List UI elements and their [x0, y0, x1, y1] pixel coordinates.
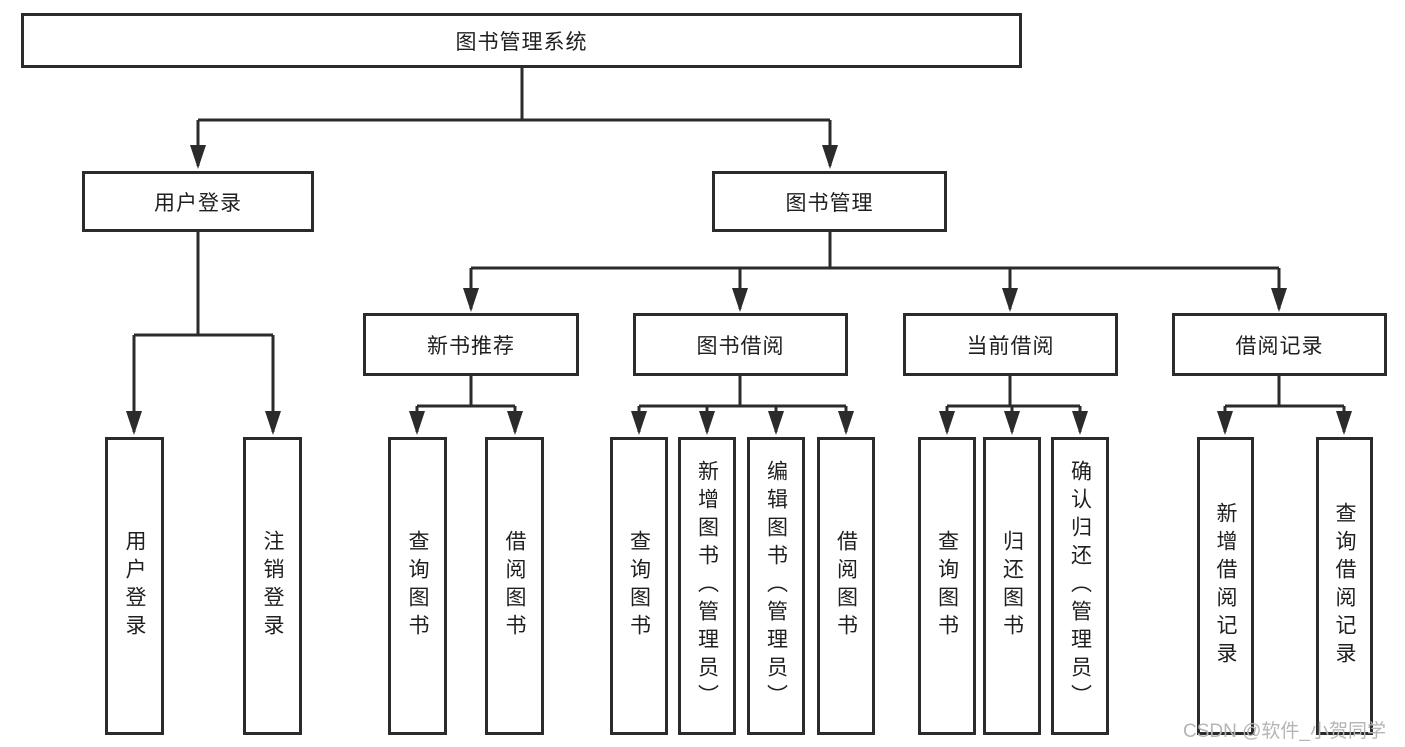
leaf-confirm-return-admin-label: 确认归还（管理员） — [1068, 460, 1092, 712]
leaf-query-borrow-record-label: 查询借阅记录 — [1333, 502, 1356, 670]
leaf-add-book-admin: 新增图书（管理员） — [678, 437, 736, 735]
leaf-logout-label: 注销登录 — [261, 530, 284, 642]
leaf-query-books-current-label: 查询图书 — [935, 530, 959, 642]
leaf-add-borrow-record-label: 新增借阅记录 — [1214, 502, 1237, 670]
leaf-logout: 注销登录 — [243, 437, 302, 735]
node-book-management-label: 图书管理 — [785, 191, 874, 215]
leaf-query-books-recommend-label: 查询图书 — [406, 530, 429, 642]
node-root: 图书管理系统 — [21, 13, 1022, 68]
leaf-borrow-books-label: 借阅图书 — [834, 530, 858, 642]
leaf-add-borrow-record: 新增借阅记录 — [1197, 437, 1254, 735]
node-new-book-recommend: 新书推荐 — [363, 313, 579, 376]
node-current-borrow: 当前借阅 — [903, 313, 1118, 376]
leaf-borrow-books: 借阅图书 — [817, 437, 875, 735]
leaf-edit-book-admin-label: 编辑图书（管理员） — [764, 460, 788, 712]
leaf-return-book-label: 归还图书 — [1000, 530, 1024, 642]
leaf-borrow-books-recommend: 借阅图书 — [485, 437, 544, 735]
leaf-user-login-label: 用户登录 — [123, 530, 146, 642]
node-root-label: 图书管理系统 — [455, 30, 588, 54]
csdn-watermark: CSDN @软件_小贺同学 — [1183, 721, 1386, 742]
node-new-book-recommend-label: 新书推荐 — [427, 334, 515, 358]
leaf-user-login: 用户登录 — [105, 437, 164, 735]
leaf-query-books-borrow-label: 查询图书 — [627, 530, 651, 642]
node-user-login: 用户登录 — [82, 171, 314, 232]
node-book-management: 图书管理 — [712, 171, 947, 232]
leaf-query-books-borrow: 查询图书 — [610, 437, 668, 735]
leaf-edit-book-admin: 编辑图书（管理员） — [747, 437, 805, 735]
node-borrow-records-label: 借阅记录 — [1235, 334, 1324, 358]
node-current-borrow-label: 当前借阅 — [966, 334, 1055, 358]
node-user-login-label: 用户登录 — [154, 191, 242, 215]
leaf-query-borrow-record: 查询借阅记录 — [1316, 437, 1373, 735]
leaf-query-books-recommend: 查询图书 — [388, 437, 447, 735]
node-book-borrow: 图书借阅 — [633, 313, 848, 376]
node-book-borrow-label: 图书借阅 — [696, 334, 785, 358]
leaf-confirm-return-admin: 确认归还（管理员） — [1051, 437, 1109, 735]
leaf-return-book: 归还图书 — [983, 437, 1041, 735]
node-borrow-records: 借阅记录 — [1172, 313, 1387, 376]
leaf-add-book-admin-label: 新增图书（管理员） — [695, 460, 719, 712]
leaf-query-books-current: 查询图书 — [918, 437, 976, 735]
leaf-borrow-books-recommend-label: 借阅图书 — [503, 530, 526, 642]
